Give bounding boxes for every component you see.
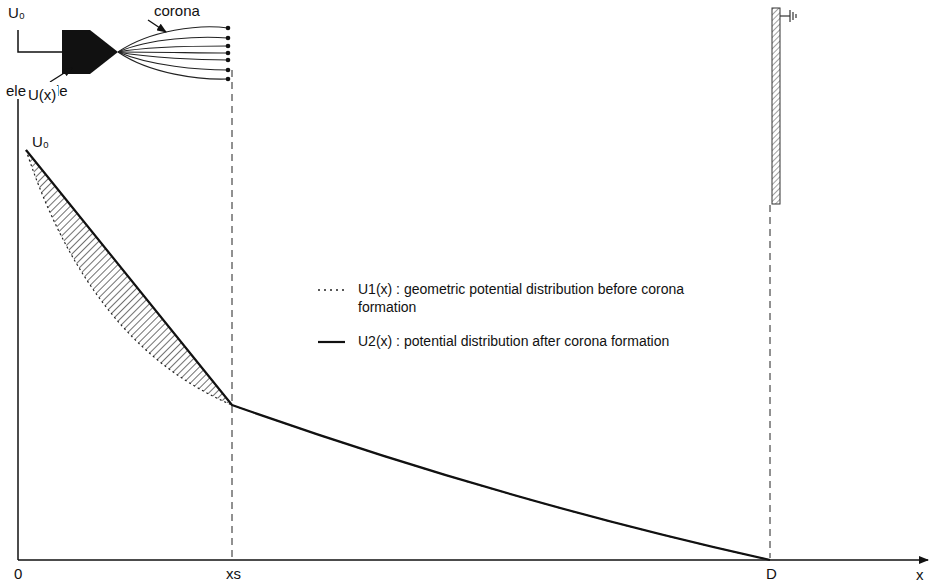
d-marker [770, 205, 771, 558]
legend-solid-sample [318, 341, 345, 343]
electrode-pointer [50, 68, 72, 82]
u1-curve [26, 150, 770, 560]
axis-label: U(x) [26, 86, 58, 103]
x-axis [18, 559, 928, 561]
corona-pointer [148, 20, 166, 32]
xs-marker [232, 70, 233, 558]
corona-label: corona [152, 2, 202, 19]
origin-label: 0 [12, 565, 24, 582]
ground-plate [772, 8, 780, 204]
x-axis-label: x [914, 566, 926, 583]
ground-symbol [780, 10, 796, 22]
supply-wire [18, 30, 62, 52]
d-label: D [764, 565, 779, 582]
u2-curve [26, 150, 770, 560]
y-axis [17, 88, 19, 560]
xs-label: xs [224, 565, 243, 582]
voltage-tick-label: U₀ [30, 133, 51, 150]
streamer-tips [226, 26, 231, 82]
voltage-label: U₀ [6, 4, 27, 21]
electrode-body [62, 30, 118, 74]
corona-streamers [118, 27, 228, 79]
legend-text: U1(x) : geometric potential distribution… [356, 281, 690, 316]
legend-dotted-sample [318, 289, 345, 291]
legend-text: U2(x) : potential distribution after cor… [356, 333, 690, 351]
